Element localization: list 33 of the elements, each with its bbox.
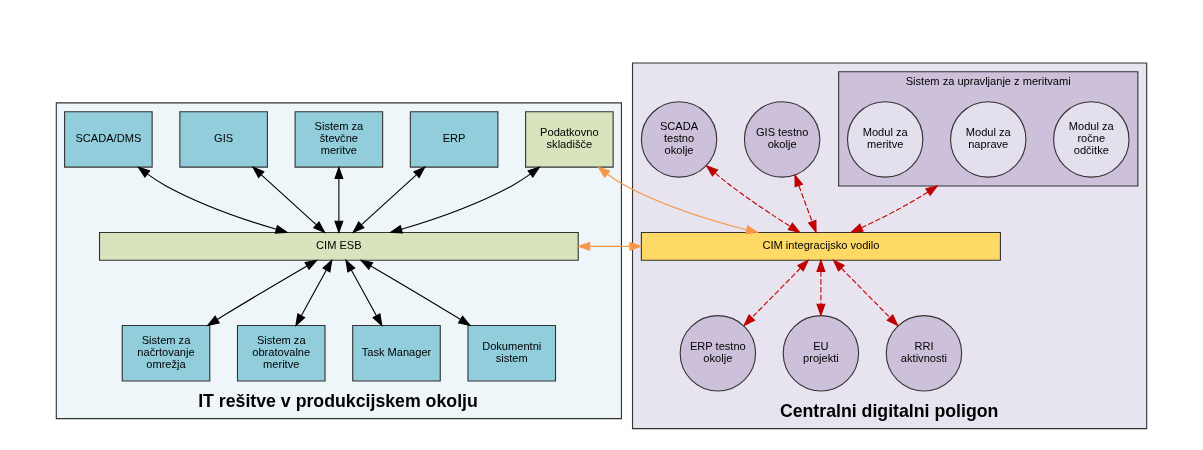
node-box: CIM ESB: [98, 231, 579, 261]
node-box: Sistem za načrtovanje omrežja: [121, 325, 211, 382]
node-circle: Modul za naprave: [950, 101, 1027, 178]
arrow: [251, 166, 326, 234]
node-circle: Modul za ročne odčitke: [1053, 101, 1130, 178]
arrow: [816, 258, 826, 318]
node-box: GIS: [179, 111, 268, 168]
node-box: Dokumentni sistem: [467, 325, 557, 382]
arrow: [351, 166, 426, 234]
arrow: [206, 259, 319, 327]
node-box: CIM integracijsko vodilo: [640, 231, 1001, 261]
arrow: [742, 259, 810, 327]
node-box: Sistem za števčne meritve: [294, 111, 384, 168]
node-circle: Modul za meritve: [846, 101, 924, 178]
node-box: SCADA/DMS: [64, 111, 153, 168]
arrow: [794, 173, 817, 234]
node-circle: GIS testno okolje: [743, 101, 821, 178]
node-box: Podatkovno skladišče: [525, 111, 614, 168]
arrow: [705, 164, 802, 234]
node-box: Sistem za obratovalne meritve: [236, 325, 326, 382]
node-circle: EU projekti: [782, 315, 860, 392]
node-box: ERP: [409, 111, 499, 168]
arrow: [576, 241, 643, 251]
arrow: [832, 259, 899, 327]
arrow: [359, 259, 472, 327]
arrow: [334, 165, 344, 235]
arrow: [389, 166, 541, 234]
arrow: [345, 258, 383, 327]
arrow: [137, 166, 289, 234]
node-box: Task Manager: [352, 325, 441, 382]
arrow: [597, 166, 760, 235]
arrow: [295, 258, 333, 327]
arrow: [849, 185, 939, 234]
